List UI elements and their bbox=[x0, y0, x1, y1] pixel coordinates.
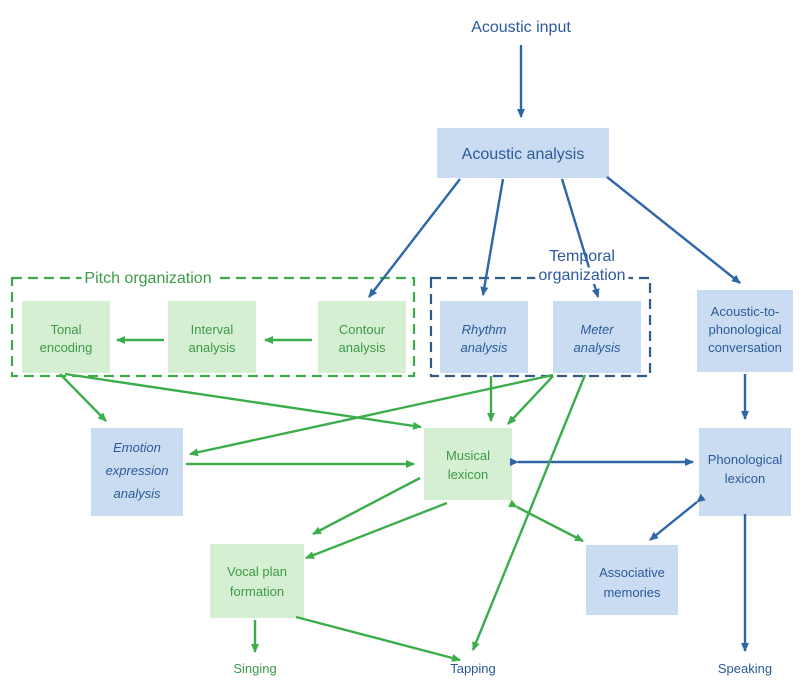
associative-memories-box bbox=[586, 545, 678, 615]
arrow-acoustic-to-contour bbox=[368, 178, 461, 298]
arrow-acoustic-to-meter bbox=[560, 178, 600, 298]
pitch-organization-label: Pitch organization bbox=[84, 270, 211, 287]
vocal-plan-label-2: formation bbox=[230, 584, 284, 599]
arrow-meter-to-musical bbox=[507, 375, 554, 425]
vocal-plan-box bbox=[210, 544, 304, 618]
associative-memories-label-2: memories bbox=[603, 585, 661, 600]
musical-lexicon-label-1: Musical bbox=[446, 448, 490, 463]
acoustic-to-phonological-box bbox=[697, 290, 793, 372]
interval-analysis-label-2: analysis bbox=[189, 340, 236, 355]
contour-analysis-box bbox=[318, 301, 406, 373]
phonological-lexicon-box bbox=[699, 428, 791, 516]
arrow-vocal-to-tapping bbox=[295, 615, 461, 662]
interval-analysis-label-1: Interval bbox=[191, 322, 234, 337]
acoustic-to-phonological-label-1: Acoustic-to- bbox=[711, 304, 780, 319]
interval-analysis-box bbox=[168, 301, 256, 373]
tonal-encoding-box bbox=[22, 301, 110, 373]
acoustic-input-label: Acoustic input bbox=[471, 19, 571, 36]
temporal-organization-label-line1: Temporal bbox=[549, 248, 615, 265]
emotion-expression-label-1: Emotion bbox=[113, 440, 161, 455]
speaking-label: Speaking bbox=[718, 661, 772, 676]
rhythm-analysis-box bbox=[440, 301, 528, 373]
temporal-organization-group bbox=[429, 276, 652, 378]
arrow-musical-to-vocal-plan bbox=[305, 501, 448, 560]
vocal-plan-label-1: Vocal plan bbox=[227, 564, 287, 579]
rhythm-analysis-label-1: Rhythm bbox=[462, 322, 507, 337]
phonological-lexicon-label-2: lexicon bbox=[725, 471, 765, 486]
acoustic-analysis-box bbox=[437, 128, 609, 178]
arrow-acoustic-to-phonological-conv bbox=[606, 176, 741, 284]
meter-analysis-box bbox=[553, 301, 641, 373]
rhythm-analysis-label-2: analysis bbox=[461, 340, 508, 355]
acoustic-to-phonological-label-2: phonological bbox=[708, 322, 781, 337]
meter-analysis-label-2: analysis bbox=[574, 340, 621, 355]
musical-lexicon-label-2: lexicon bbox=[448, 467, 488, 482]
tonal-encoding-label-2: encoding bbox=[40, 340, 93, 355]
arrow-musical-associative-bidir bbox=[508, 499, 584, 543]
acoustic-to-phonological-label-3: conversation bbox=[708, 340, 782, 355]
tonal-encoding-label-1: Tonal bbox=[50, 322, 81, 337]
tapping-label: Tapping bbox=[450, 661, 496, 676]
emotion-expression-label-3: analysis bbox=[114, 486, 161, 501]
emotion-expression-label-2: expression bbox=[106, 463, 169, 478]
emotion-expression-box bbox=[91, 428, 183, 516]
pitch-organization-group bbox=[10, 276, 416, 378]
arrow-acoustic-to-rhythm bbox=[480, 178, 505, 296]
singing-label: Singing bbox=[233, 661, 276, 676]
arrow-tonal-to-emotion bbox=[59, 373, 107, 422]
contour-analysis-label-2: analysis bbox=[339, 340, 386, 355]
arrow-musical-to-tapping bbox=[312, 476, 421, 536]
temporal-organization-label-line2: organization bbox=[538, 267, 625, 284]
acoustic-analysis-label: Acoustic analysis bbox=[462, 146, 585, 163]
associative-memories-label-1: Associative bbox=[599, 565, 665, 580]
meter-analysis-label-1: Meter bbox=[580, 322, 614, 337]
arrow-tonal-to-musical bbox=[64, 372, 422, 430]
musical-lexicon-box bbox=[424, 428, 512, 500]
arrow-meter-to-emotion bbox=[189, 373, 554, 457]
contour-analysis-label-1: Contour bbox=[339, 322, 386, 337]
arrow-phon-lexicon-associative-bidir bbox=[649, 493, 706, 541]
phonological-lexicon-label-1: Phonological bbox=[708, 452, 783, 467]
